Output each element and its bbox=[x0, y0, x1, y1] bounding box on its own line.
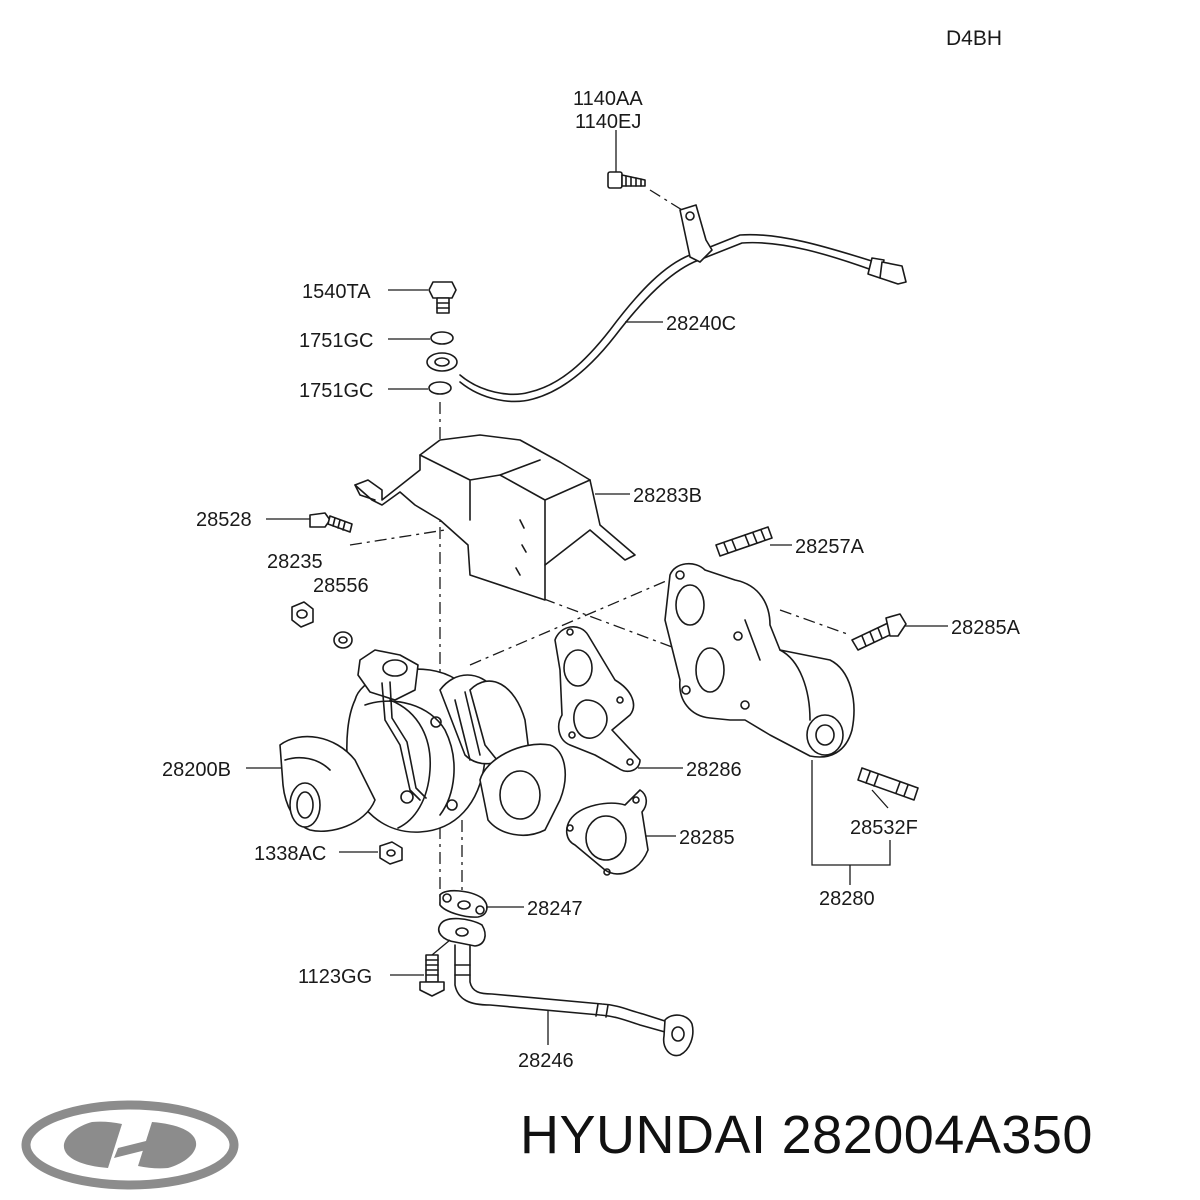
exhaust-manifold-part bbox=[664, 562, 855, 758]
washer-lower-part bbox=[428, 381, 452, 395]
callout-28283B: 28283B bbox=[633, 485, 702, 507]
callout-28200B: 28200B bbox=[162, 759, 231, 781]
callout-28235: 28235 bbox=[267, 551, 323, 573]
hyundai-logo-icon bbox=[21, 1100, 239, 1190]
stud-28532f-part bbox=[857, 767, 919, 801]
callout-1140EJ: 1140EJ bbox=[575, 111, 641, 133]
gasket-28247-part bbox=[439, 889, 488, 918]
exploded-parts-diagram: D4BH bbox=[162, 27, 1021, 1072]
bolt-28285a-part bbox=[851, 613, 907, 651]
gasket-28285-part bbox=[565, 789, 649, 876]
callout-labels: 1140AA 1140EJ 1540TA 1751GC 1751GC 28240… bbox=[162, 88, 1021, 1072]
callout-1338AC: 1338AC bbox=[254, 843, 326, 865]
banjo-bolt-part bbox=[428, 281, 457, 314]
callout-28285: 28285 bbox=[679, 827, 735, 849]
bolt-1140aa-part bbox=[607, 171, 646, 189]
callout-1540TA: 1540TA bbox=[302, 281, 371, 303]
callout-1751GC-lower: 1751GC bbox=[299, 380, 374, 402]
callout-28556: 28556 bbox=[313, 575, 369, 597]
turbocharger-part bbox=[279, 649, 531, 833]
bolt-1123gg-part bbox=[419, 954, 445, 997]
callout-1140AA: 1140AA bbox=[573, 88, 643, 110]
callout-28286: 28286 bbox=[686, 759, 742, 781]
heat-shield-part bbox=[354, 434, 636, 601]
engine-code: D4BH bbox=[946, 27, 1002, 50]
callout-28257A: 28257A bbox=[795, 536, 865, 558]
callout-1751GC-upper: 1751GC bbox=[299, 330, 374, 352]
oil-feed-pipe-part bbox=[426, 204, 907, 403]
callout-28246: 28246 bbox=[518, 1050, 574, 1072]
callout-28528: 28528 bbox=[196, 509, 252, 531]
callout-28247: 28247 bbox=[527, 898, 583, 920]
part-number: 282004A350 bbox=[781, 1105, 1093, 1165]
callout-28285A: 28285A bbox=[951, 617, 1021, 639]
stud-28257a-part bbox=[715, 526, 773, 557]
bolt-28528-part bbox=[309, 512, 353, 533]
callout-28280: 28280 bbox=[819, 888, 875, 910]
callout-28532F: 28532F bbox=[850, 817, 918, 839]
oil-return-pipe-part bbox=[438, 917, 694, 1057]
callout-1123GG: 1123GG bbox=[298, 966, 372, 988]
washer-upper-part bbox=[430, 331, 454, 345]
washer-28556-part bbox=[333, 631, 353, 649]
brand-name: HYUNDAI bbox=[520, 1105, 767, 1165]
gasket-28286-part bbox=[554, 626, 641, 772]
callout-28240C: 28240C bbox=[666, 313, 736, 335]
leader-lines bbox=[246, 130, 948, 1045]
nut-1338ac-part bbox=[379, 841, 403, 865]
turbine-outlet-flange-part bbox=[479, 743, 566, 836]
nut-28235-part bbox=[291, 601, 314, 628]
